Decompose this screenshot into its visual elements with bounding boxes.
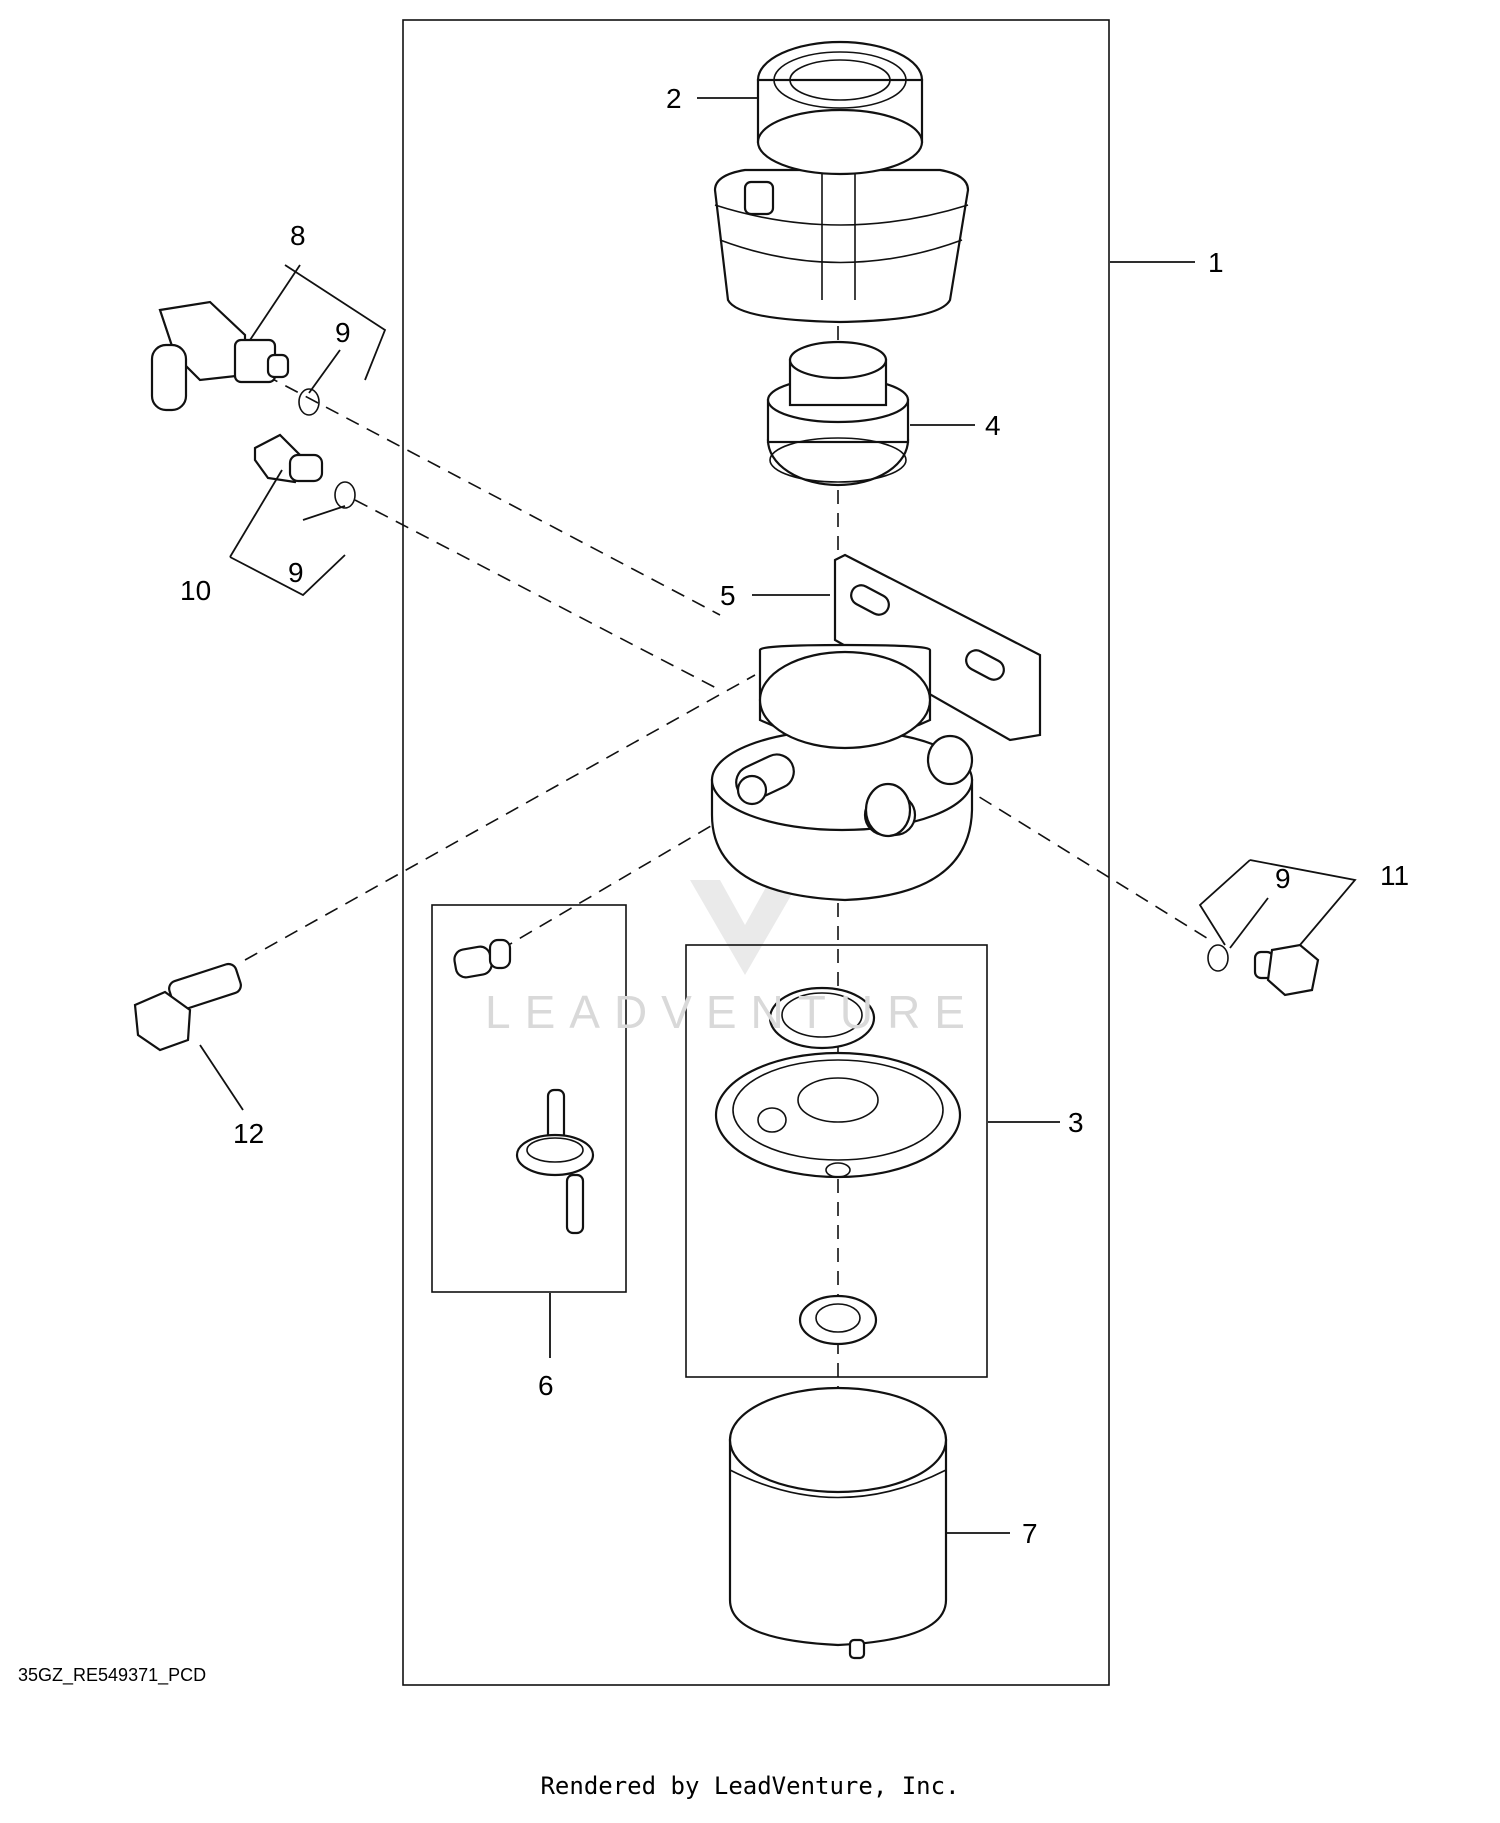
callout-11: 11: [1380, 860, 1409, 891]
part-12-bolt: [133, 962, 242, 1052]
callout-9c: 9: [1275, 863, 1291, 894]
callout-7: 7: [1022, 1518, 1038, 1549]
part-9-oring-a: [298, 388, 320, 416]
kit-6-box: [431, 904, 627, 1293]
part-10-fitting: [253, 433, 324, 484]
callout-6: 6: [538, 1370, 554, 1401]
part-5-head: [710, 553, 1042, 902]
part-9-oring-b: [334, 481, 356, 509]
drawing-id: 35GZ_RE549371_PCD: [18, 1665, 207, 1685]
part-3-kit-contents: [714, 986, 962, 1346]
callout-2: 2: [666, 83, 682, 114]
callout-1: 1: [1208, 247, 1224, 278]
part-11-plug: [1253, 943, 1320, 997]
assembly-box: [402, 19, 1110, 1686]
callout-9b: 9: [288, 557, 304, 588]
assembly-lines: [244, 280, 1211, 1460]
part-9-oring-c: [1207, 944, 1229, 972]
watermark-text: LEADVENTURE: [485, 986, 979, 1038]
kit-3-box: [685, 944, 988, 1378]
footer-credit: Rendered by LeadVenture, Inc.: [540, 1772, 960, 1800]
part-7-bowl: [728, 1386, 948, 1660]
callout-5: 5: [720, 580, 736, 611]
part-6-kit-contents: [453, 938, 595, 1235]
callout-4: 4: [985, 410, 1001, 441]
callout-12: 12: [233, 1118, 264, 1149]
part-2-cap: [713, 40, 970, 324]
part-4-element: [766, 340, 910, 487]
callout-10: 10: [180, 575, 211, 606]
callout-9a: 9: [335, 317, 351, 348]
callout-3: 3: [1068, 1107, 1084, 1138]
leader-lines: [199, 97, 1357, 1534]
part-8-elbow: [150, 300, 290, 412]
watermark-logo: [690, 880, 800, 975]
callout-8: 8: [290, 220, 306, 251]
